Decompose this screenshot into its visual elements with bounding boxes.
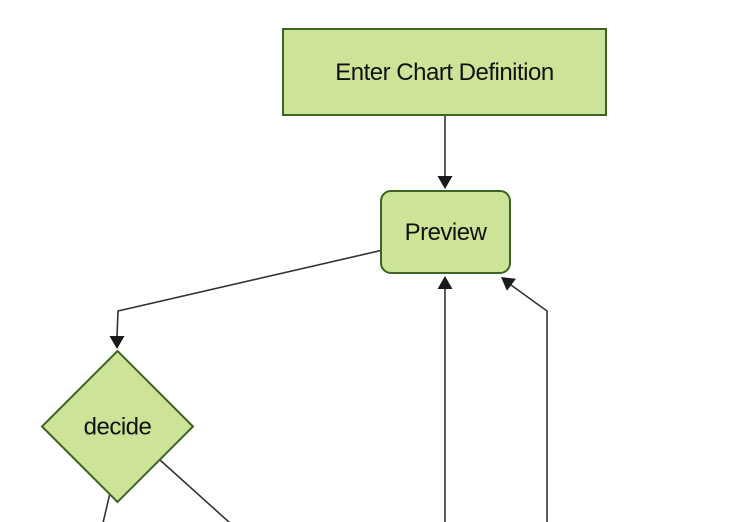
edge-preview-to-decide <box>109 249 384 349</box>
rectangle-shape <box>282 28 607 116</box>
node-preview: Preview <box>380 190 511 274</box>
edge-offscreen-to-preview-center <box>437 276 453 522</box>
edge-offscreen-to-preview-corner <box>501 277 548 522</box>
arrowhead-up-left-icon <box>501 277 516 291</box>
node-enter-chart-definition: Enter Chart Definition <box>282 28 607 116</box>
edge-line <box>510 284 548 522</box>
diamond-shape <box>40 349 195 504</box>
arrowhead-down-icon <box>109 336 125 349</box>
edge-decide-offscreen-left <box>102 492 111 522</box>
node-label: Preview <box>405 219 488 246</box>
edge-line <box>102 492 111 522</box>
arrowhead-down-icon <box>437 176 453 189</box>
node-decide: decide <box>40 349 195 504</box>
edge-line <box>159 459 231 522</box>
node-label: Enter Chart Definition <box>335 59 553 86</box>
edge-decide-offscreen-right <box>159 459 231 522</box>
node-label: decide <box>84 414 152 441</box>
arrowhead-up-icon <box>437 276 453 289</box>
edge-line <box>116 249 384 338</box>
rounded-rectangle-shape <box>380 190 511 274</box>
edge-enter-to-preview <box>437 116 453 189</box>
